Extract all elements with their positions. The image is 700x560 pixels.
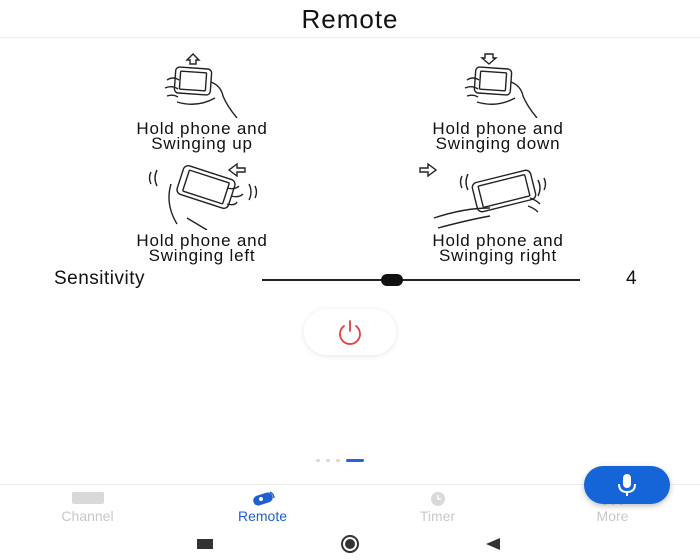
microphone-icon [618,474,636,496]
tv-icon [71,492,104,504]
tab-remote[interactable]: Remote [175,485,350,528]
gesture-swing-left: Hold phone and Swinging left [72,158,332,265]
arrow-right-icon [419,162,438,178]
sensitivity-slider[interactable] [262,274,580,286]
gesture-up-label: Hold phone and Swinging up [136,119,268,153]
voice-button[interactable] [584,466,670,504]
tab-channel-label: Channel [61,508,114,524]
gesture-swing-down: Hold phone and Swinging down [368,46,628,153]
hand-phone-down-illustration [464,53,538,118]
hand-phone-up-illustration [164,53,238,118]
tab-more-label: More [596,508,629,524]
arrow-left-icon [227,162,246,178]
sensitivity-value: 4 [626,268,637,289]
arrow-up-icon [185,53,201,65]
gesture-swing-right: Hold phone and Swinging right [368,158,628,265]
gesture-down-label: Hold phone and Swinging down [432,119,564,153]
hand-phone-right-illustration [419,162,547,229]
page-indicator [316,458,364,462]
page-dot [326,458,330,462]
tab-channel[interactable]: Channel [0,485,175,528]
power-button[interactable] [304,309,396,355]
gesture-left-label: Hold phone and Swinging left [136,231,268,265]
page-dot [316,458,320,462]
bottom-tab-bar: Channel Remote Timer More [0,484,700,528]
recents-square-icon[interactable] [195,536,215,552]
tab-timer[interactable]: Timer [350,485,525,528]
remote-icon [252,491,275,506]
slider-thumb[interactable] [381,274,404,286]
home-circle-icon[interactable] [334,534,366,554]
page-dot [336,458,340,462]
sensitivity-label: Sensitivity [54,268,146,289]
system-navigation-bar [0,528,700,560]
gesture-swing-up: Hold phone and Swinging up [72,46,332,153]
header: Remote [0,0,700,38]
page-title: Remote [301,4,399,34]
gesture-right-label: Hold phone and Swinging right [432,231,564,265]
hand-phone-left-illustration [148,162,258,230]
back-triangle-icon[interactable] [482,536,504,552]
arrow-down-icon [480,53,498,65]
tab-timer-label: Timer [419,508,456,524]
tab-remote-label: Remote [237,508,288,524]
page-dot-active [346,458,364,462]
power-icon [339,320,361,345]
clock-icon [430,492,445,506]
